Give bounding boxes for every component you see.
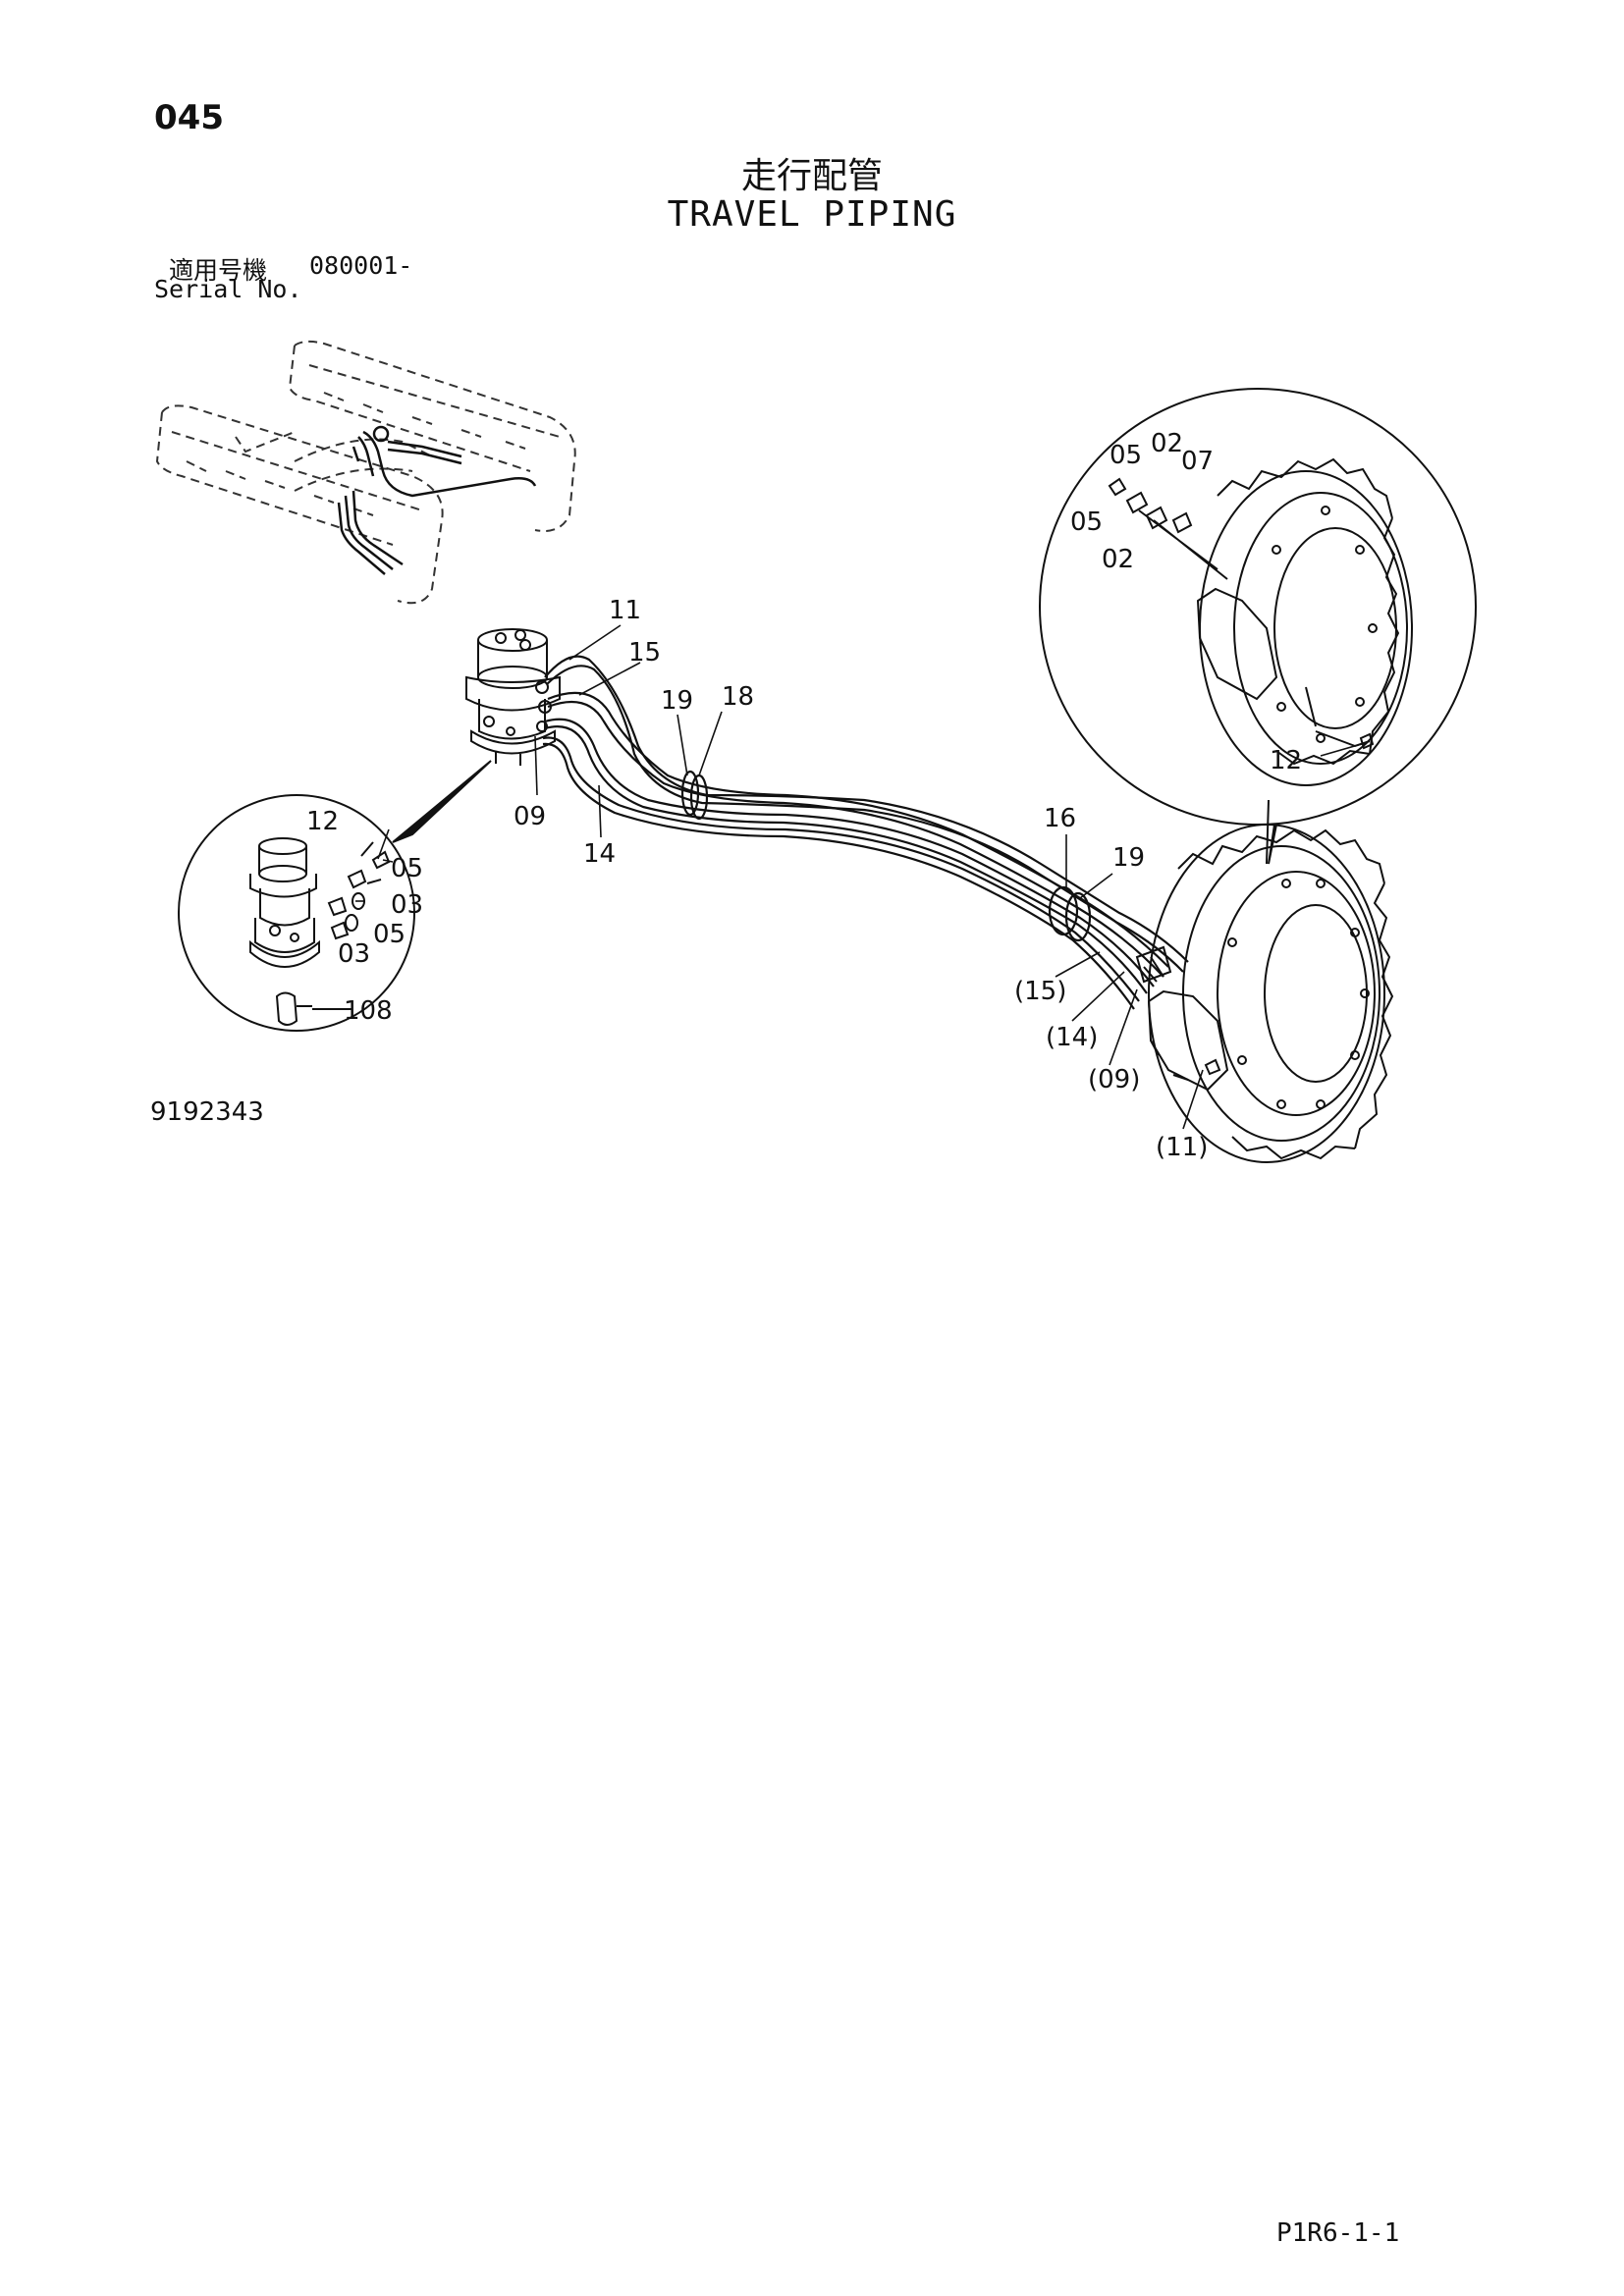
serial-value: 080001- — [309, 251, 413, 280]
title-english: TRAVEL PIPING — [667, 194, 957, 235]
serial-label-english: Serial No. — [154, 275, 302, 303]
right-callout-12: 12 — [1270, 746, 1302, 775]
left-callout-05-b: 05 — [373, 920, 406, 949]
right-callout-07: 07 — [1181, 447, 1214, 476]
left-callout-03-b: 03 — [338, 939, 370, 969]
callout-16: 16 — [1044, 804, 1076, 833]
travel-motor-drawing — [1135, 824, 1394, 1163]
right-callout-05-b: 05 — [1070, 507, 1103, 537]
left-detail-callouts: 12 05 03 05 03 108 — [306, 807, 423, 1026]
callout-11: 11 — [609, 596, 641, 625]
callout-15-ref: (15) — [1014, 977, 1066, 1006]
callout-09: 09 — [514, 802, 546, 831]
callout-19: 19 — [661, 686, 693, 716]
callout-11-ref: (11) — [1156, 1133, 1208, 1162]
serial-label-japanese: 適用号機 — [169, 256, 268, 285]
center-joint-drawing — [465, 628, 561, 766]
right-detail-callouts: 05 02 07 05 02 12 — [1070, 429, 1302, 775]
machine-overview-drawing — [155, 340, 576, 605]
title-japanese: 走行配管 — [740, 156, 883, 196]
callout-18: 18 — [722, 682, 754, 712]
left-callout-108: 108 — [344, 996, 393, 1026]
callout-09-ref: (09) — [1088, 1065, 1140, 1095]
page-number: 045 — [154, 98, 224, 137]
right-callout-02-a: 02 — [1151, 429, 1183, 458]
main-callouts: 11 15 19 18 09 14 16 19 (15) (14) (09) (… — [514, 596, 1208, 1162]
right-callout-02-b: 02 — [1102, 545, 1134, 574]
drawing-number: 9192343 — [150, 1097, 264, 1127]
callout-14: 14 — [583, 839, 616, 869]
callout-14-ref: (14) — [1046, 1023, 1098, 1052]
page-code: P1R6-1-1 — [1276, 2218, 1400, 2248]
left-detail-view — [178, 760, 492, 1032]
left-callout-05-a: 05 — [391, 854, 423, 883]
callout-19-right: 19 — [1112, 843, 1145, 873]
callout-15: 15 — [628, 638, 661, 667]
right-detail-view — [1039, 388, 1477, 865]
left-callout-03-a: 03 — [391, 890, 423, 920]
callout-leader-lines — [355, 624, 1366, 1130]
right-callout-05-a: 05 — [1110, 441, 1142, 470]
left-callout-12: 12 — [306, 807, 339, 836]
